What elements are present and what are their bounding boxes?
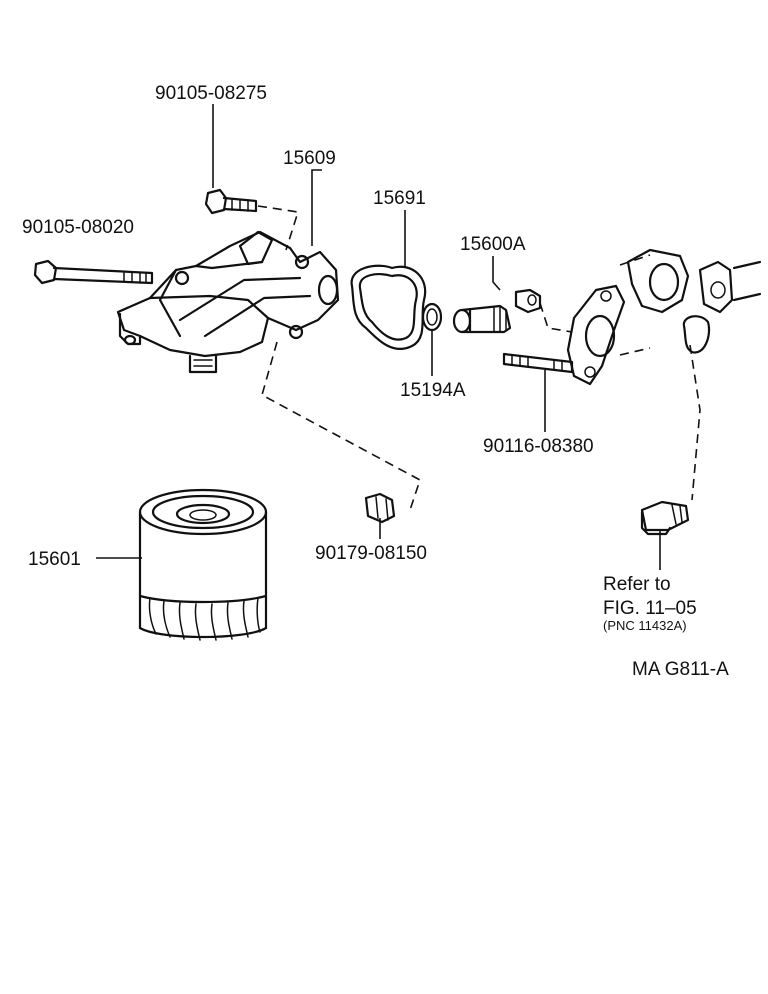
oil-filter-15601 [138, 488, 268, 641]
dash-bolt-top [257, 205, 300, 251]
oil-filter-bracket-15609 [116, 230, 340, 374]
bolt-90105-08020 [33, 259, 154, 285]
engine-block-flange [566, 248, 762, 386]
label-90179-08150: 90179-08150 [315, 543, 427, 564]
label-15601: 15601 [28, 549, 81, 570]
leader-15600a [492, 256, 501, 291]
plug-90179-08150 [364, 492, 396, 524]
label-15600a: 15600A [460, 234, 526, 255]
plug-reference [640, 500, 690, 536]
reference-line-1: Refer to [603, 574, 671, 595]
reference-line-3: (PNC 11432A) [603, 618, 687, 633]
o-ring-15194a [421, 302, 443, 332]
label-90105-08020: 90105-08020 [22, 217, 134, 238]
figure-code: MA G811-A [632, 659, 729, 680]
stud-90116-08380 [502, 352, 574, 374]
label-15691: 15691 [373, 188, 426, 209]
leader-lines [96, 104, 661, 570]
gasket-15691 [350, 264, 427, 350]
leader-15609 [311, 169, 322, 246]
dashed-install-lines [257, 205, 701, 511]
bolt-90105-08275 [204, 188, 258, 215]
dash-block-bottom [619, 347, 651, 356]
union-bolt [514, 288, 542, 314]
dash-block-top [619, 254, 651, 266]
label-15609: 15609 [283, 148, 336, 169]
dash-reference-plug [689, 344, 701, 501]
label-90105-08275: 90105-08275 [155, 83, 267, 104]
dash-plug [261, 341, 421, 511]
union-15600a [452, 304, 512, 334]
reference-line-2: FIG. 11–05 [603, 598, 697, 619]
dash-union-bolt [539, 302, 573, 333]
label-15194a: 15194A [400, 380, 466, 401]
label-90116-08380: 90116-08380 [483, 436, 594, 457]
